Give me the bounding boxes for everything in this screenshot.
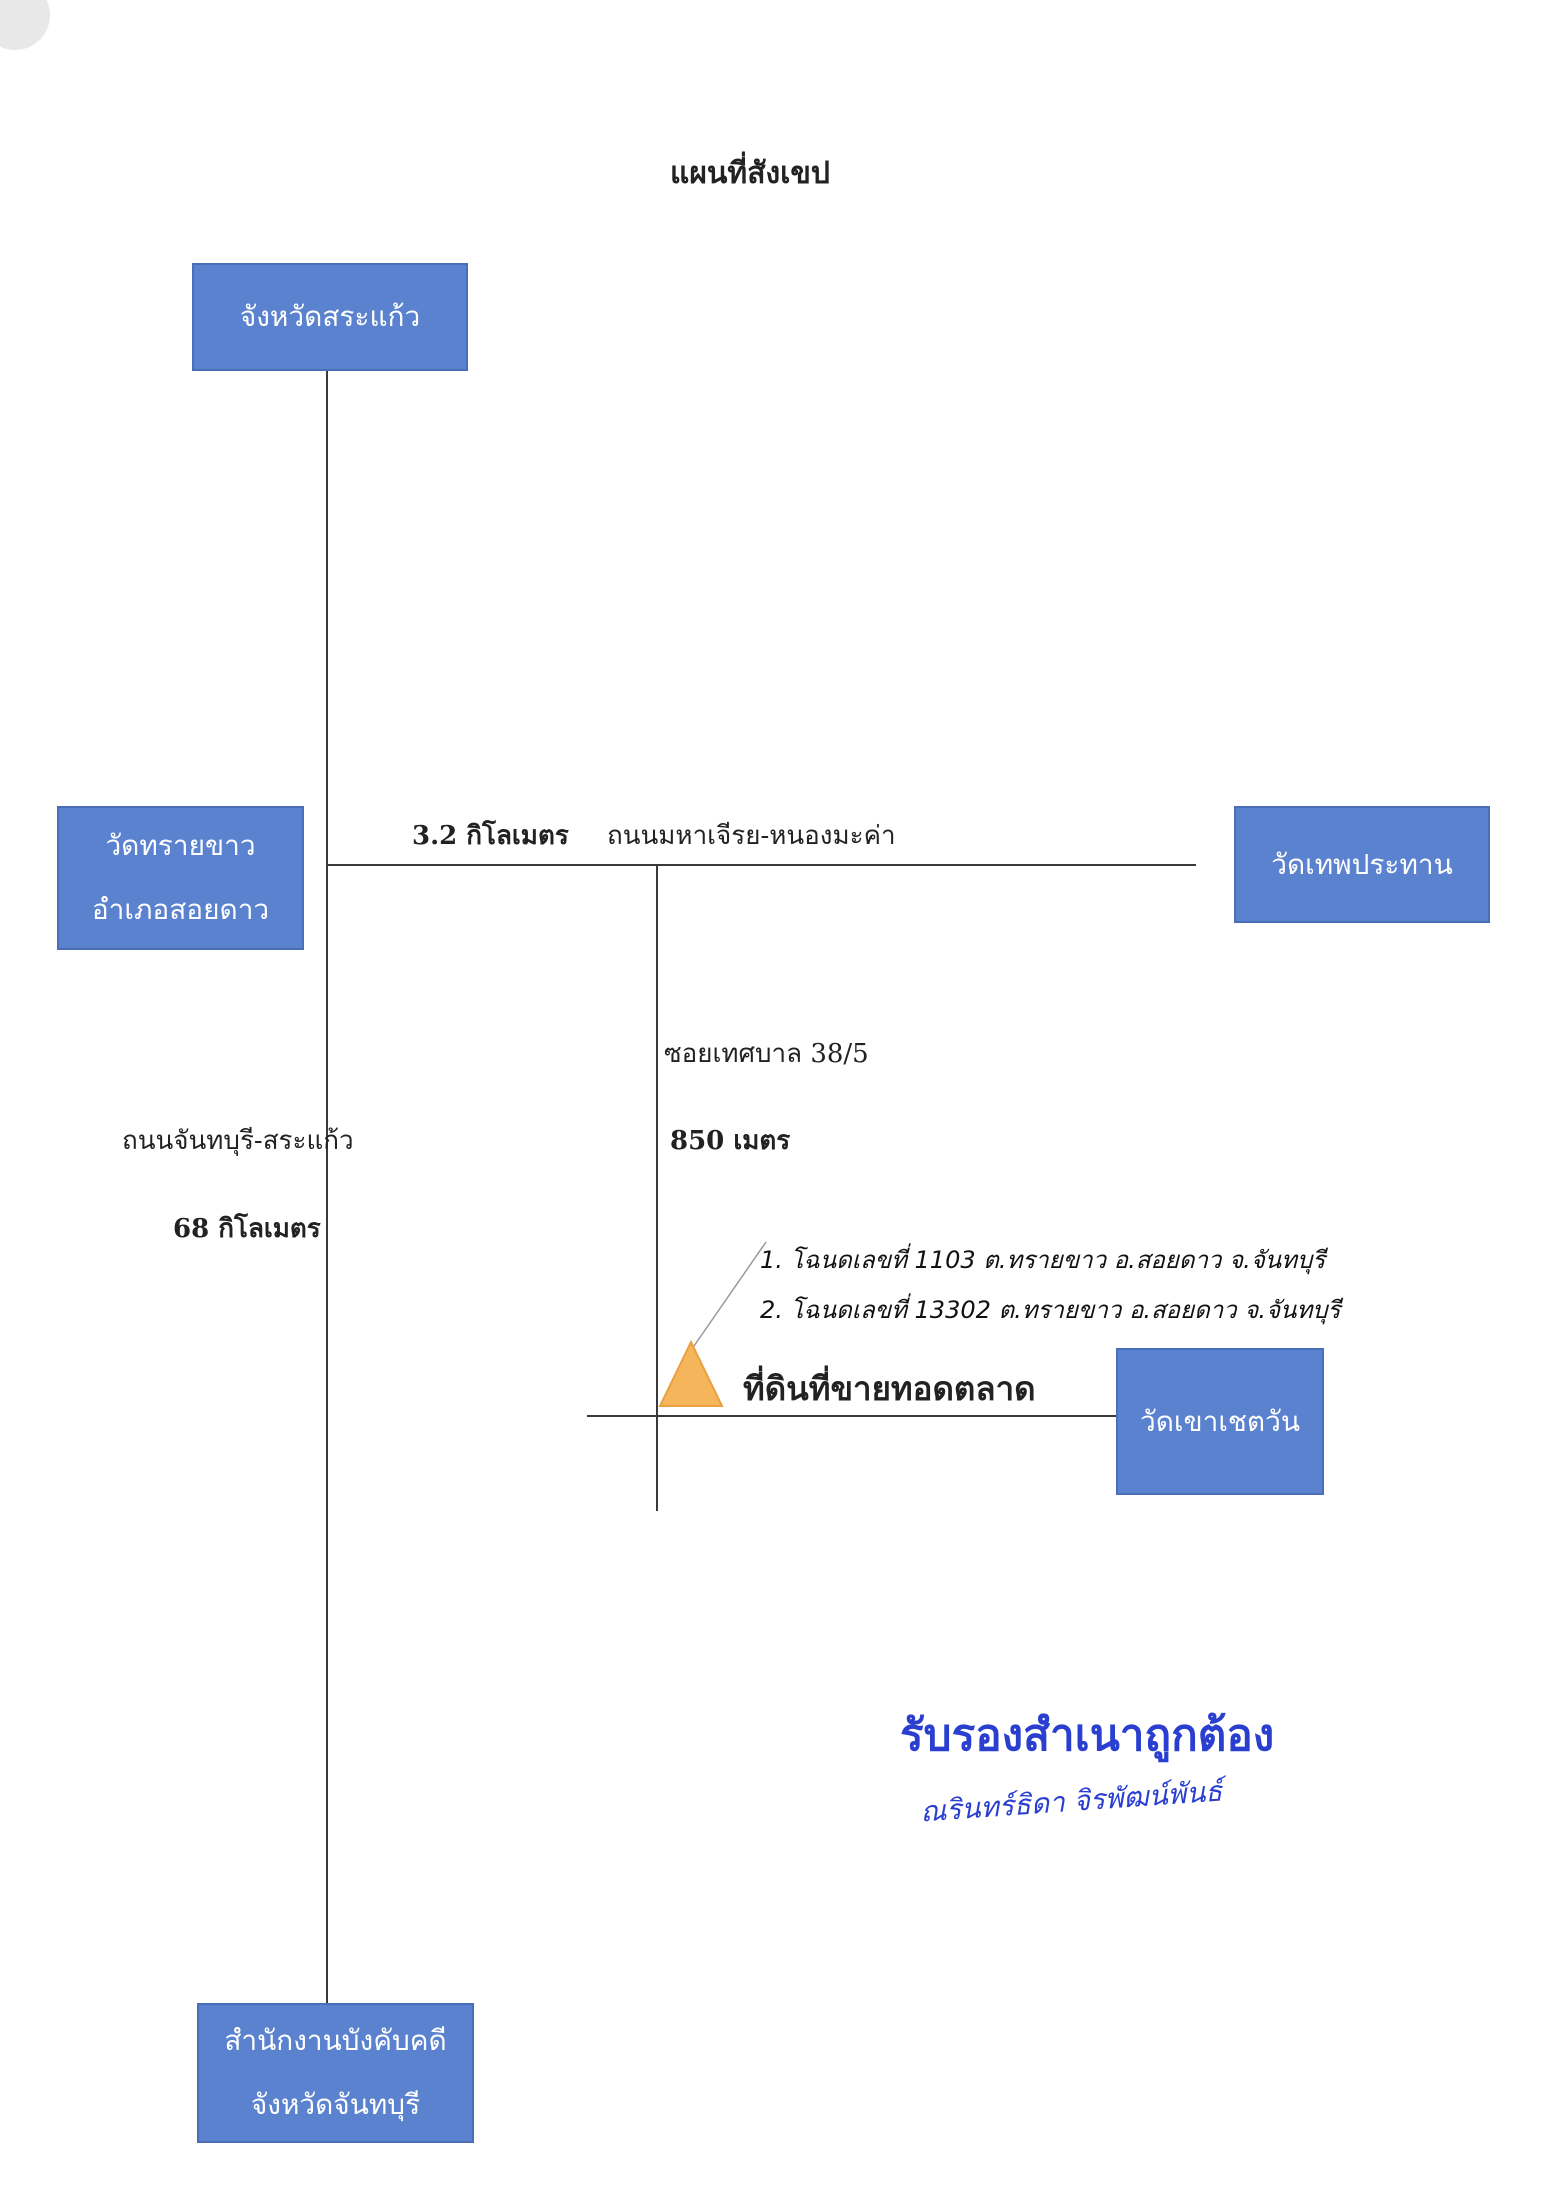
box-wat-saikhao: วัดทรายขาว อำเภอสอยดาว xyxy=(57,806,304,950)
soi-distance: 850 เมตร xyxy=(670,1126,791,1156)
box-label: อำเภอสอยดาว xyxy=(91,893,270,926)
deed-note-2: 2. โฉนดเลขที่ 13302 ต.ทรายขาว อ.สอยดาว จ… xyxy=(760,1296,1341,1324)
land-label: ที่ดินที่ขายทอดตลาด xyxy=(743,1369,1036,1408)
box-label: วัดทรายขาว xyxy=(105,829,256,862)
cross-road-distance: 3.2 กิโลเมตร xyxy=(412,821,569,851)
box-label: วัดเขาเชตวัน xyxy=(1140,1404,1300,1438)
main-road-line xyxy=(326,370,328,2003)
box-wat-thep-prathan: วัดเทพประทาน xyxy=(1234,806,1490,923)
box-label: วัดเทพประทาน xyxy=(1271,847,1453,881)
leader-line xyxy=(693,1241,767,1347)
soi-name: ซอยเทศบาล 38/5 xyxy=(664,1039,869,1069)
cross-road-name: ถนนมหาเจีรย-หนองมะค่า xyxy=(607,821,896,851)
main-road-distance: 68 กิโลเมตร xyxy=(173,1214,321,1244)
box-wat-khao-chetawan: วัดเขาเชตวัน xyxy=(1116,1348,1324,1495)
box-sakaeo-province: จังหวัดสระแก้ว xyxy=(192,263,468,371)
deed-note-1: 1. โฉนดเลขที่ 1103 ต.ทรายขาว อ.สอยดาว จ.… xyxy=(760,1246,1326,1274)
cross-road-line xyxy=(326,864,1196,866)
signature: ณรินทร์ธิดา จิรพัฒน์พันธ์ xyxy=(919,1774,1224,1829)
box-label: สำนักงานบังคับคดี xyxy=(224,2024,447,2057)
land-marker-icon xyxy=(658,1339,724,1407)
map-title: แผนที่สังเขป xyxy=(670,156,830,191)
certified-copy-stamp: รับรองสำเนาถูกต้อง xyxy=(900,1710,1275,1761)
box-legal-execution-office: สำนักงานบังคับคดี จังหวัดจันทบุรี xyxy=(197,2003,474,2143)
main-road-name: ถนนจันทบุรี-สระแก้ว xyxy=(122,1126,354,1156)
scan-shadow-top-left xyxy=(0,0,50,50)
box-label: จังหวัดสระแก้ว xyxy=(239,300,421,333)
land-road-line xyxy=(587,1415,1117,1417)
soi-line xyxy=(656,866,658,1511)
box-label: จังหวัดจันทบุรี xyxy=(250,2088,421,2121)
